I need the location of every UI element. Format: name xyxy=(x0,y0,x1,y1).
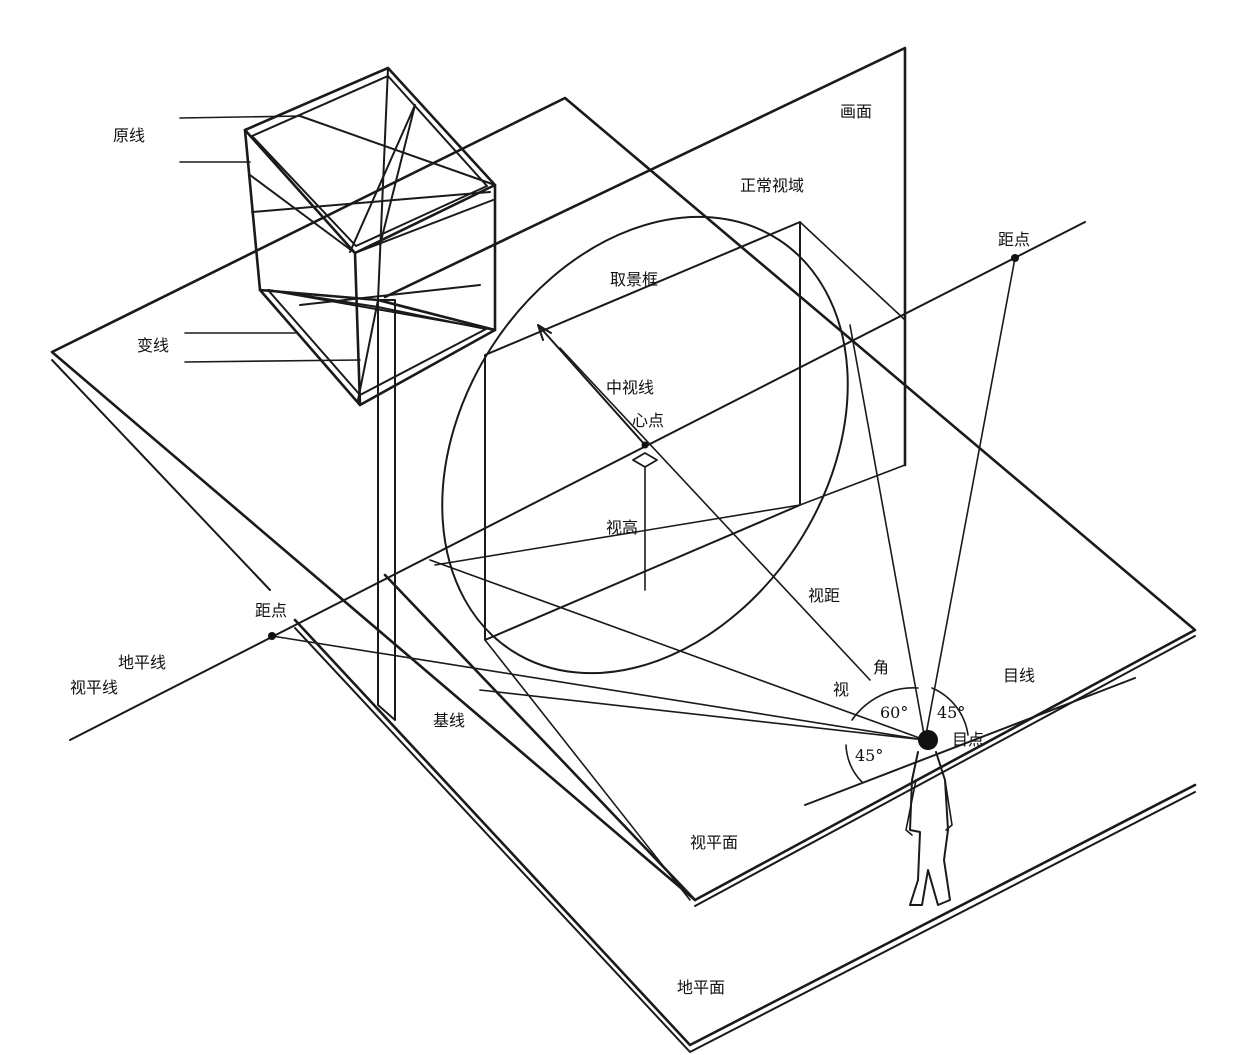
label-center-point: 心点 xyxy=(632,411,665,430)
viewfinder-frame xyxy=(434,221,906,901)
label-ground-plane: 地平面 xyxy=(677,978,726,997)
label-view-distance: 视距 xyxy=(808,586,841,605)
label-eye-point: 目点 xyxy=(952,730,985,749)
label-base-line: 基线 xyxy=(433,711,466,730)
view-plane xyxy=(50,96,1197,907)
label-eye-level-line: 视平线 xyxy=(70,678,119,697)
label-angle-60: 60° xyxy=(880,703,909,722)
label-distance-point-right: 距点 xyxy=(998,230,1031,249)
radius-arrow xyxy=(537,324,646,446)
label-angle-char: 角 xyxy=(873,658,890,677)
label-central-line: 中视线 xyxy=(606,378,655,397)
wireframe-cube xyxy=(243,66,497,407)
leader-lines xyxy=(179,115,361,363)
horizon-line xyxy=(69,221,1086,741)
label-horizon: 地平线 xyxy=(118,653,167,672)
label-distance-point-left: 距点 xyxy=(255,601,288,620)
distance-point-right xyxy=(1011,254,1019,262)
distance-point-left xyxy=(268,632,276,640)
label-frame: 取景框 xyxy=(610,270,659,289)
sight-lines xyxy=(271,257,1016,741)
label-angle-45-right: 45° xyxy=(937,703,966,722)
label-view-char: 视 xyxy=(833,680,850,699)
label-original-line: 原线 xyxy=(113,126,146,145)
label-angle-45-left: 45° xyxy=(855,746,884,765)
picture-plane xyxy=(377,46,907,902)
label-eye-height: 视高 xyxy=(606,518,639,537)
eye-height-marker xyxy=(632,452,658,591)
central-sight-line xyxy=(559,347,871,681)
label-changing-line: 变线 xyxy=(137,336,170,355)
label-view-plane: 视平面 xyxy=(690,833,739,852)
ground-plane xyxy=(293,618,1197,1053)
observer-figure xyxy=(905,730,953,906)
center-point xyxy=(641,441,649,449)
eye-line xyxy=(804,677,1136,806)
label-picture-plane: 画面 xyxy=(840,102,873,121)
label-eye-line: 目线 xyxy=(1003,666,1036,685)
angle-arcs xyxy=(845,687,969,783)
normal-field-ellipse xyxy=(441,215,849,675)
label-normal-field: 正常视域 xyxy=(740,176,805,195)
